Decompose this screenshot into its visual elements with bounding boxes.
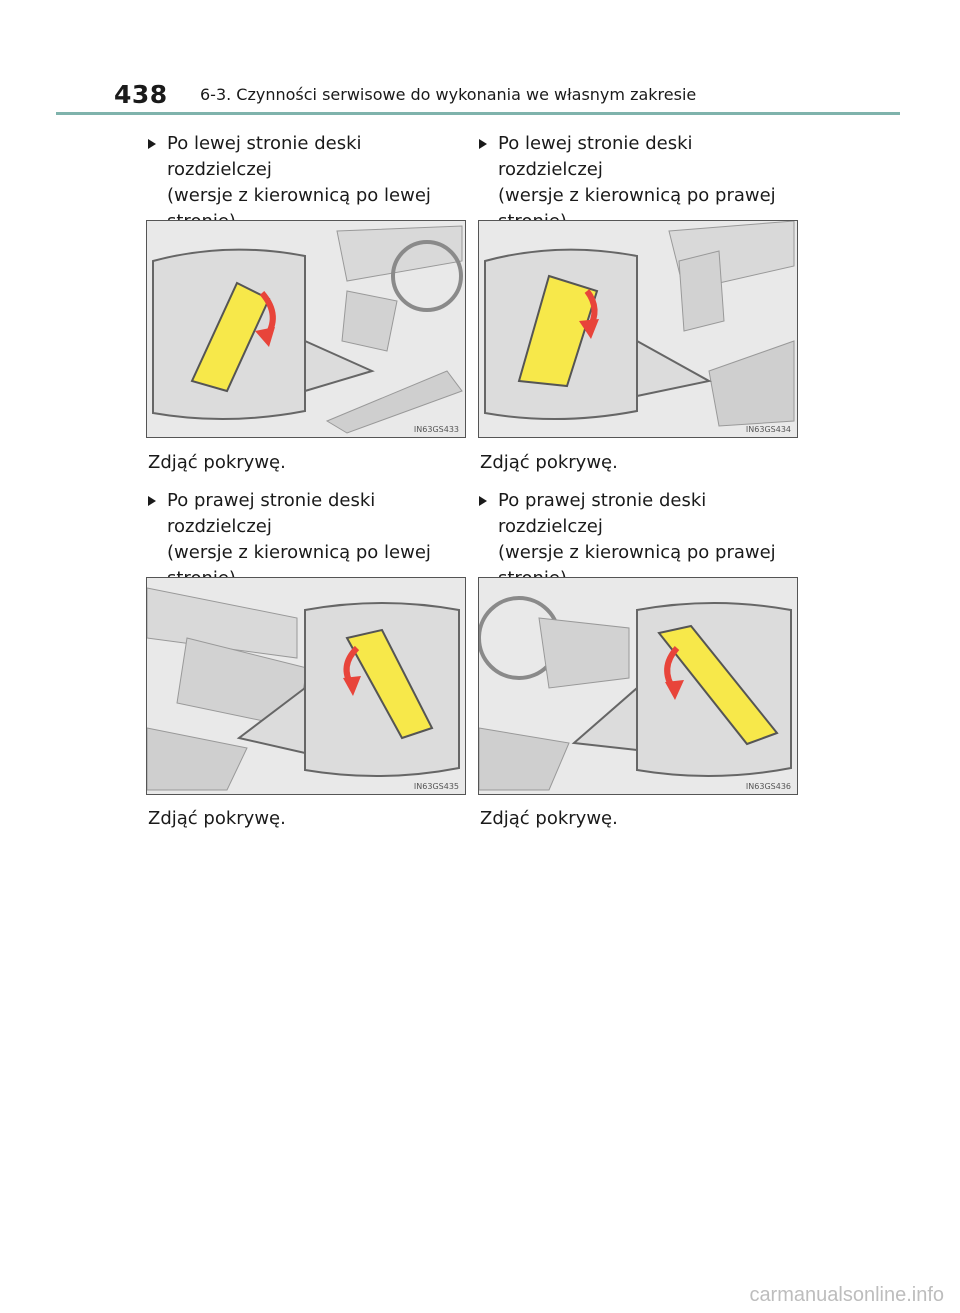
figure-code: IN63GS433: [413, 425, 459, 434]
figure-code: IN63GS434: [745, 425, 791, 434]
section-heading-left-rhd: Po lewej stronie deski rozdzielczej (wer…: [479, 131, 799, 235]
figure-code: IN63GS436: [745, 782, 791, 791]
bullet-triangle-icon: [148, 139, 156, 149]
figure-right-rhd: IN63GS436: [478, 577, 798, 795]
figure-caption: Zdjąć pokrywę.: [148, 808, 286, 829]
header-rule: [56, 112, 900, 115]
figure-caption: Zdjąć pokrywę.: [148, 452, 286, 473]
illustration-right-lhd: [147, 578, 465, 794]
figure-left-lhd: IN63GS433: [146, 220, 466, 438]
figure-caption: Zdjąć pokrywę.: [480, 808, 618, 829]
figure-caption: Zdjąć pokrywę.: [480, 452, 618, 473]
illustration-left-lhd: [147, 221, 465, 437]
figure-right-lhd: IN63GS435: [146, 577, 466, 795]
figure-code: IN63GS435: [413, 782, 459, 791]
bullet-triangle-icon: [479, 496, 487, 506]
section-title: 6-3. Czynności serwisowe do wykonania we…: [200, 85, 697, 104]
illustration-right-rhd: [479, 578, 797, 794]
bullet-triangle-icon: [479, 139, 487, 149]
bullet-triangle-icon: [148, 496, 156, 506]
illustration-left-rhd: [479, 221, 797, 437]
figure-left-rhd: IN63GS434: [478, 220, 798, 438]
footer-watermark[interactable]: carmanualsonline.info: [749, 1284, 944, 1306]
page-number: 438: [114, 80, 168, 109]
section-heading-right-lhd: Po prawej stronie deski rozdzielczej (we…: [148, 488, 468, 592]
